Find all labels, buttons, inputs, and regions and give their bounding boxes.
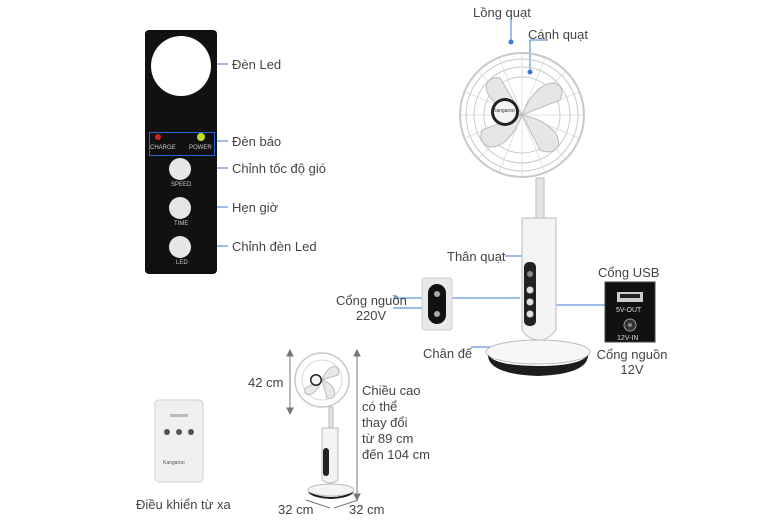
label-timer: Hẹn giờ [232,200,279,215]
label-indicator: Đèn báo [232,134,282,149]
dim-adjustable-line3: thay đổi [362,415,408,430]
label-speed-adjust: Chỉnh tốc độ gió [232,161,326,176]
dim-adjustable-line2: có thể [362,399,398,414]
label-body: Thân quạt [447,249,506,264]
remote-brand-text: Kangaroo [163,460,185,466]
fan-base [485,339,591,365]
dc-in-text: 12V-IN [617,335,639,342]
brand-text: Kangaroo [493,108,515,114]
dim-adjustable-line4: từ 89 cm [362,431,414,446]
power-text: POWER [189,145,212,151]
fan-pole [535,177,545,219]
led-lamp [151,36,211,96]
indicator-box [149,132,215,156]
charge-led-icon [155,134,161,140]
label-led-light: Đèn Led [232,57,282,72]
dimension-lines [286,348,361,509]
label-power-220-line1: Cổng nguồn [336,293,407,308]
label-power-12-line1: Cổng nguồn [596,347,668,362]
body-controls [524,262,536,326]
label-base: Chân đế [423,346,473,361]
dim-width: 32 cm [278,502,314,517]
charge-text: CHARGE [150,145,176,151]
label-power-12: Cổng nguồn 12V [590,347,674,377]
led-button[interactable] [169,236,191,258]
power-led-icon [197,133,205,141]
dim-depth: 32 cm [349,502,385,517]
led-text: LED [176,260,188,266]
label-power-220: Cổng nguồn 220V [336,293,407,323]
dim-adjustable: Chiều cao có thể thay đổi từ 89 cm đến 1… [362,383,430,463]
dim-height: 42 cm [248,375,284,390]
time-text: TIME [174,221,189,227]
dim-adjustable-line5: đến 104 cm [362,447,430,462]
label-power-220-line2: 220V [355,308,387,323]
remote-control [154,399,204,483]
dim-adjustable-line1: Chiều cao [362,383,421,398]
label-power-12-line2: 12V [620,362,644,377]
usb-out-text: 5V-OUT [616,307,642,314]
control-panel: CHARGE POWER SPEED TIME LED [145,30,217,274]
small-fan [294,352,355,499]
timer-button[interactable] [169,197,191,219]
label-cage: Lồng quạt [473,5,531,20]
speed-text: SPEED [171,182,192,188]
label-usb-port: Cổng USB [598,265,660,280]
label-blade: Cánh quạt [528,27,588,42]
speed-button[interactable] [169,158,191,180]
label-led-adjust: Chỉnh đèn Led [232,239,317,254]
label-remote: Điều khiển từ xa [136,497,231,512]
